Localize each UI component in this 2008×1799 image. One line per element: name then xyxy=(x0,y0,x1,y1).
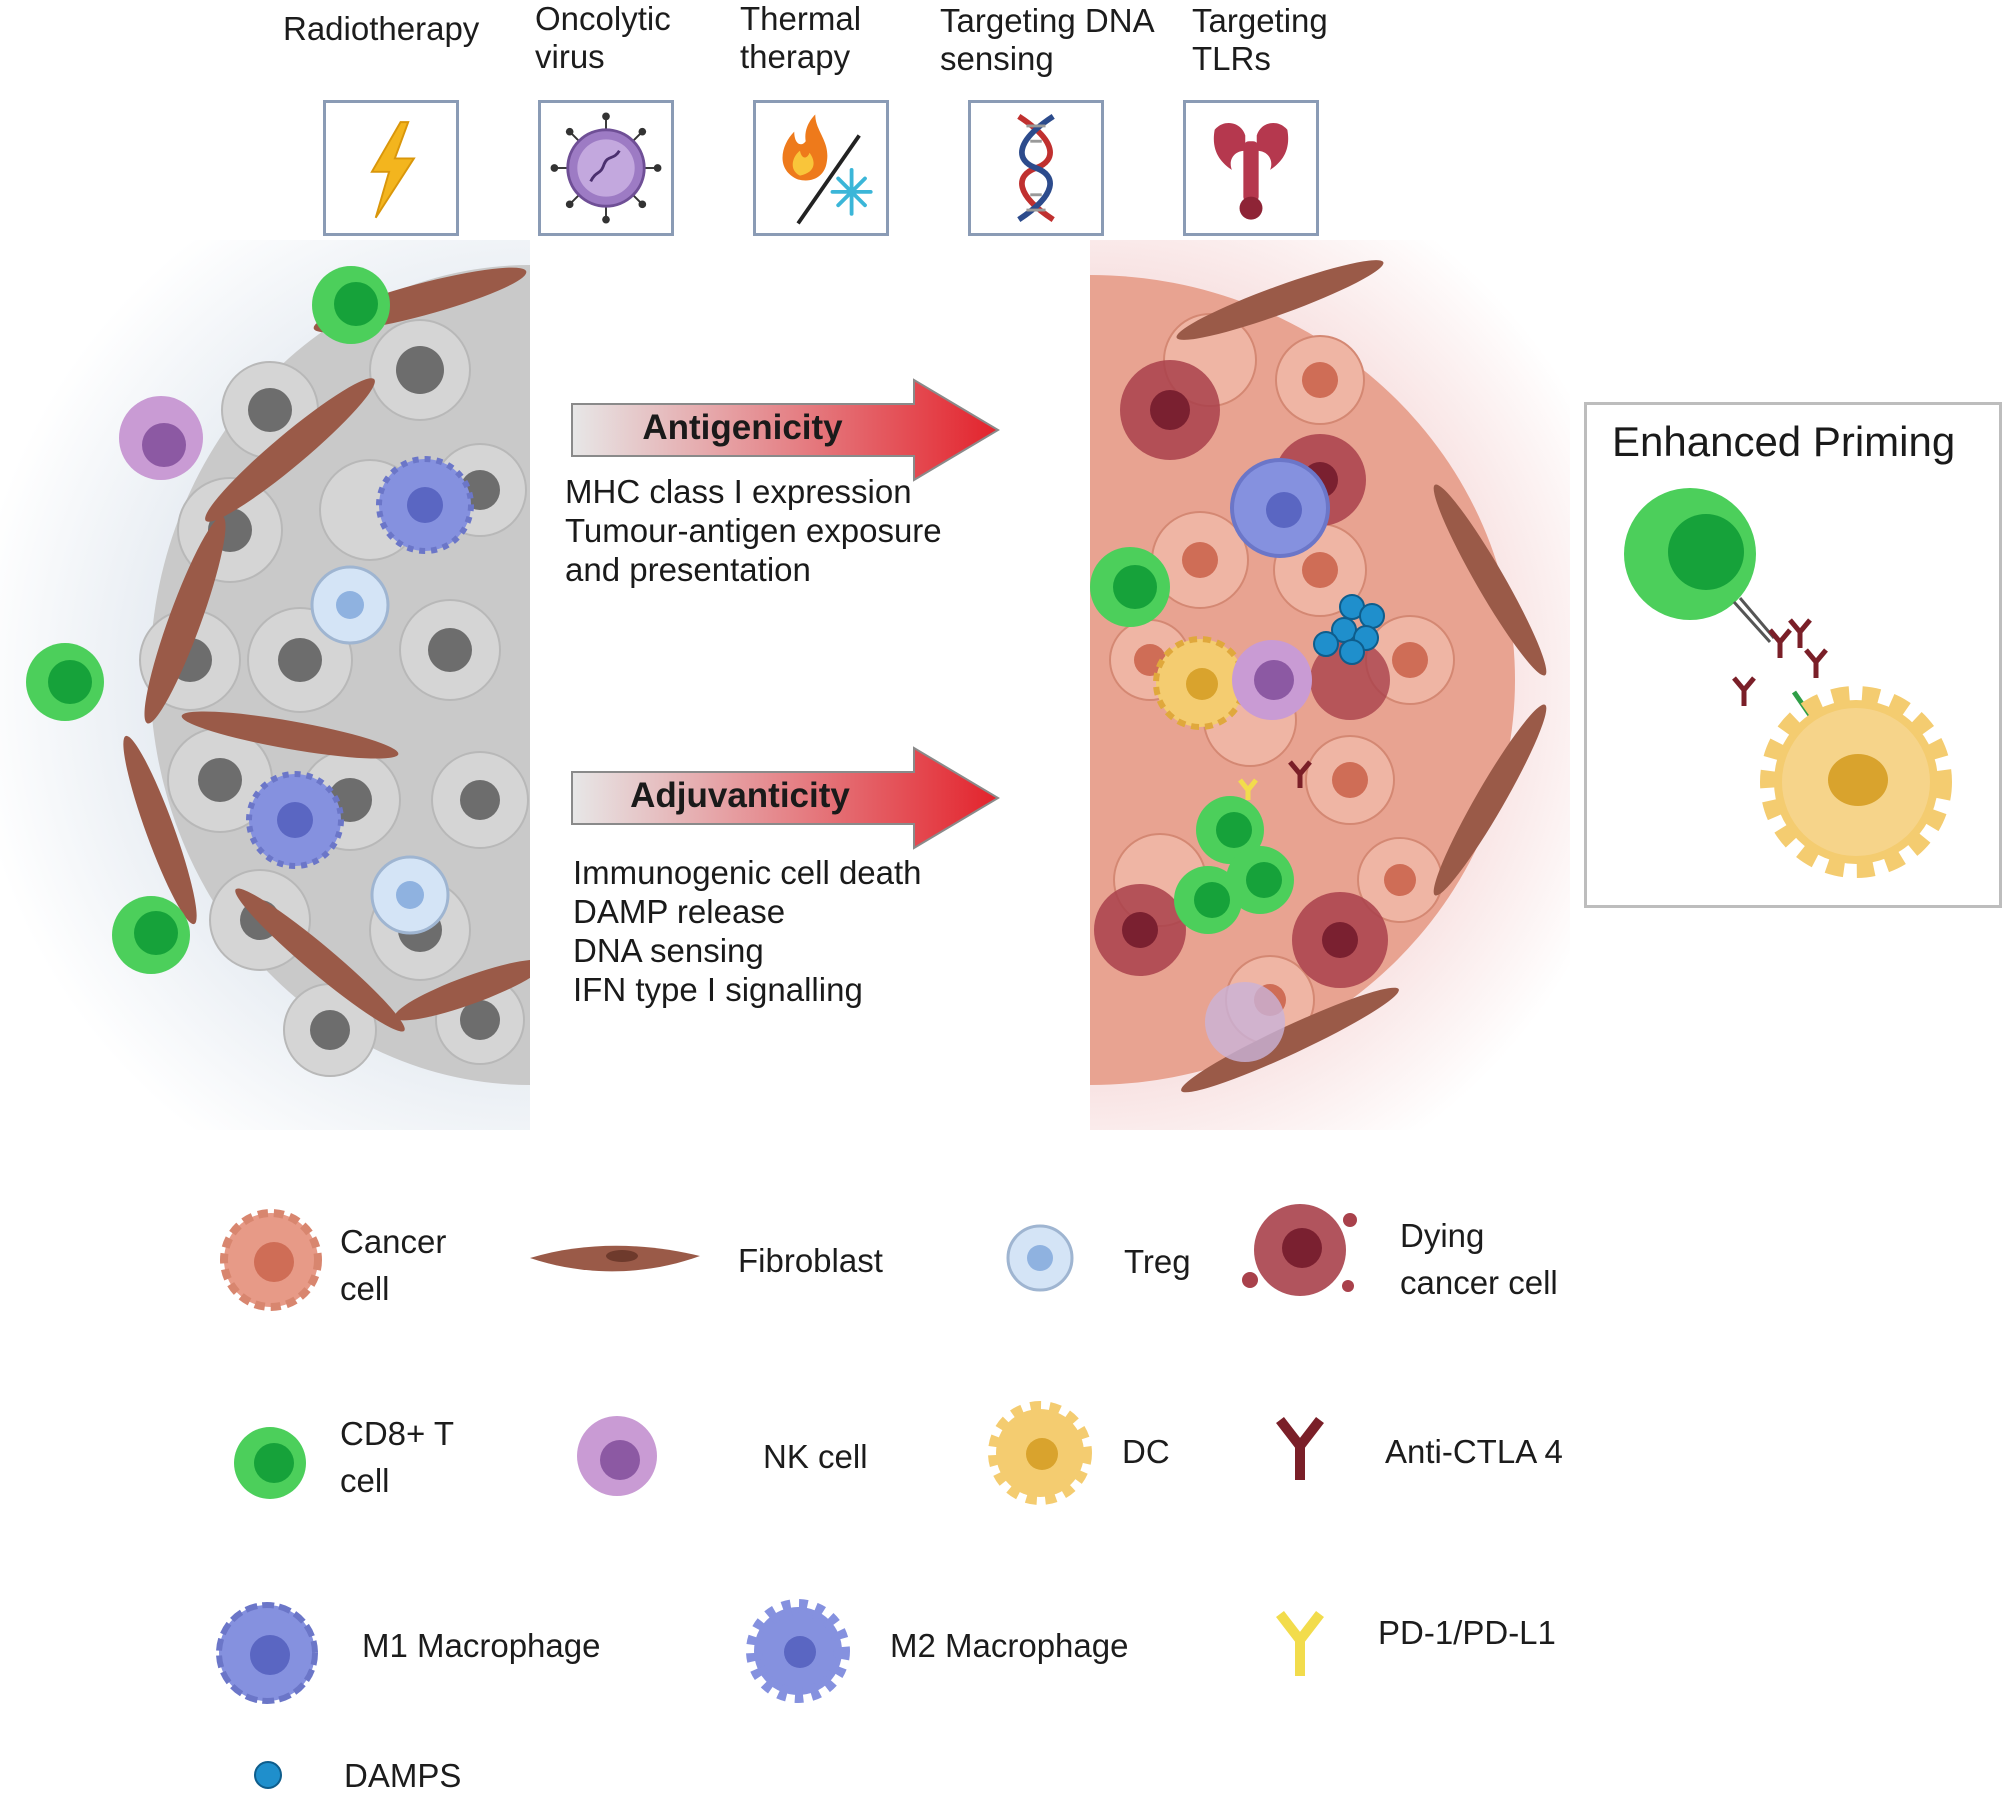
dendritic-cell-icon xyxy=(988,1401,1092,1505)
legend-label-cancer-cell: Cancer cell xyxy=(340,1223,447,1307)
legend-label-fibroblast: Fibroblast xyxy=(738,1242,883,1279)
anti-ctla4-antibody-icon xyxy=(1276,1416,1324,1480)
nk-cell-icon xyxy=(577,1416,657,1496)
legend-label-anti-ctla4: Anti-CTLA 4 xyxy=(1385,1433,1563,1470)
dna-icon xyxy=(968,100,1104,236)
virus-icon xyxy=(538,100,674,236)
cancer-cell-icon xyxy=(220,1209,322,1311)
pd1-pdl1-antibody-icon xyxy=(1276,1610,1324,1676)
cd8-t-cell-icon xyxy=(234,1427,306,1499)
legend-label-m1-macrophage: M1 Macrophage xyxy=(362,1627,601,1664)
tlr-receptor-icon xyxy=(1183,100,1319,236)
treated-tumour xyxy=(1090,240,1570,1130)
damps-icon xyxy=(254,1761,282,1789)
antigenicity-label: Antigenicity xyxy=(642,408,843,447)
fibroblast-icon xyxy=(530,1245,700,1272)
therapy-label-radiotherapy: Radiotherapy xyxy=(283,10,480,47)
m2-macrophage-icon xyxy=(746,1599,850,1703)
antigenicity-arrow xyxy=(571,378,1000,482)
legend-label-damps: DAMPS xyxy=(344,1757,462,1794)
untreated-tumour xyxy=(0,240,530,1130)
adjuvanticity-label: Adjuvanticity xyxy=(630,776,850,815)
legend-label-dying-cancer-cell: Dying cancer cell xyxy=(1400,1217,1558,1301)
m1-macrophage-icon xyxy=(216,1602,318,1704)
priming-illustration xyxy=(1624,488,1952,878)
treg-icon xyxy=(1006,1224,1074,1292)
therapy-label-targeting-dna-sensing: Targeting DNA sensing xyxy=(940,2,1153,77)
legend-label-nk-cell: NK cell xyxy=(763,1438,868,1475)
legend-label-m2-macrophage: M2 Macrophage xyxy=(890,1627,1129,1664)
legend-label-pd1-pdl1: PD-1/PD-L1 xyxy=(1378,1614,1556,1651)
left-immune-cells xyxy=(26,266,390,974)
enhanced-priming-title: Enhanced Priming xyxy=(1612,418,1956,465)
antigenicity-effects: MHC class I expression Tumour-antigen ex… xyxy=(565,473,942,588)
lightning-icon xyxy=(323,100,459,236)
therapy-label-thermal-therapy: Thermal therapy xyxy=(740,0,862,75)
adjuvanticity-arrow xyxy=(571,746,1000,850)
legend-icons xyxy=(216,1204,1357,1789)
adjuvanticity-effects: Immunogenic cell death DAMP release DNA … xyxy=(573,854,922,1008)
legend-label-treg: Treg xyxy=(1124,1243,1191,1280)
fire-snowflake-icon xyxy=(753,100,889,236)
dying-cancer-cell-icon xyxy=(1242,1204,1357,1296)
therapy-label-oncolytic-virus: Oncolytic virus xyxy=(535,0,671,75)
legend-label-cd8-t-cell: CD8+ T cell xyxy=(340,1415,454,1499)
therapy-label-targeting-tlrs: Targeting TLRs xyxy=(1192,2,1328,77)
legend-label-dc: DC xyxy=(1122,1433,1170,1470)
